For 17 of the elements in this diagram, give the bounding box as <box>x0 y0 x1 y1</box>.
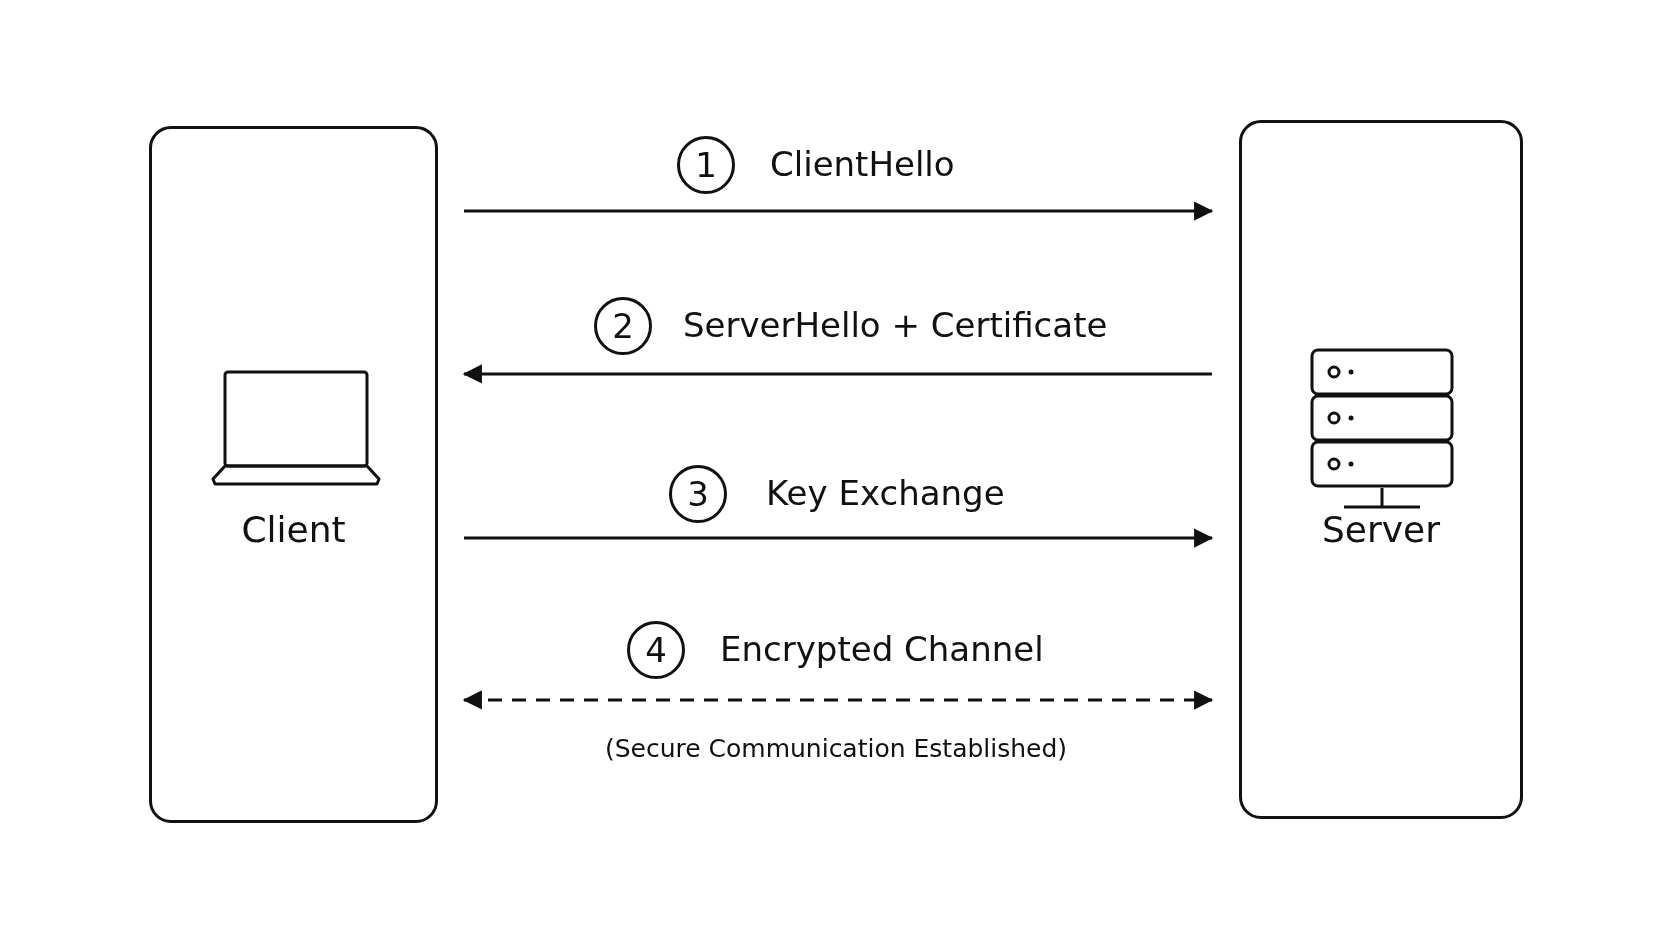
edge-label: ServerHello + Certificate <box>683 305 1108 345</box>
node-label: Server <box>1320 509 1442 550</box>
step-number: 3 <box>669 465 727 523</box>
step-number: 4 <box>627 621 685 679</box>
edge-label: Key Exchange <box>766 473 1005 513</box>
step-number: 1 <box>677 136 735 194</box>
edge-label: ClientHello <box>770 144 955 184</box>
node-label: Client <box>240 509 347 550</box>
arrow <box>462 690 1214 710</box>
edge-label: Encrypted Channel <box>720 629 1044 669</box>
note-text: (Secure Communication Established) <box>604 734 1068 763</box>
client-panel <box>149 126 438 823</box>
server-panel <box>1239 120 1523 819</box>
arrow <box>464 201 1214 221</box>
step-number: 2 <box>594 297 652 355</box>
arrow <box>462 364 1212 384</box>
arrow <box>464 528 1214 548</box>
